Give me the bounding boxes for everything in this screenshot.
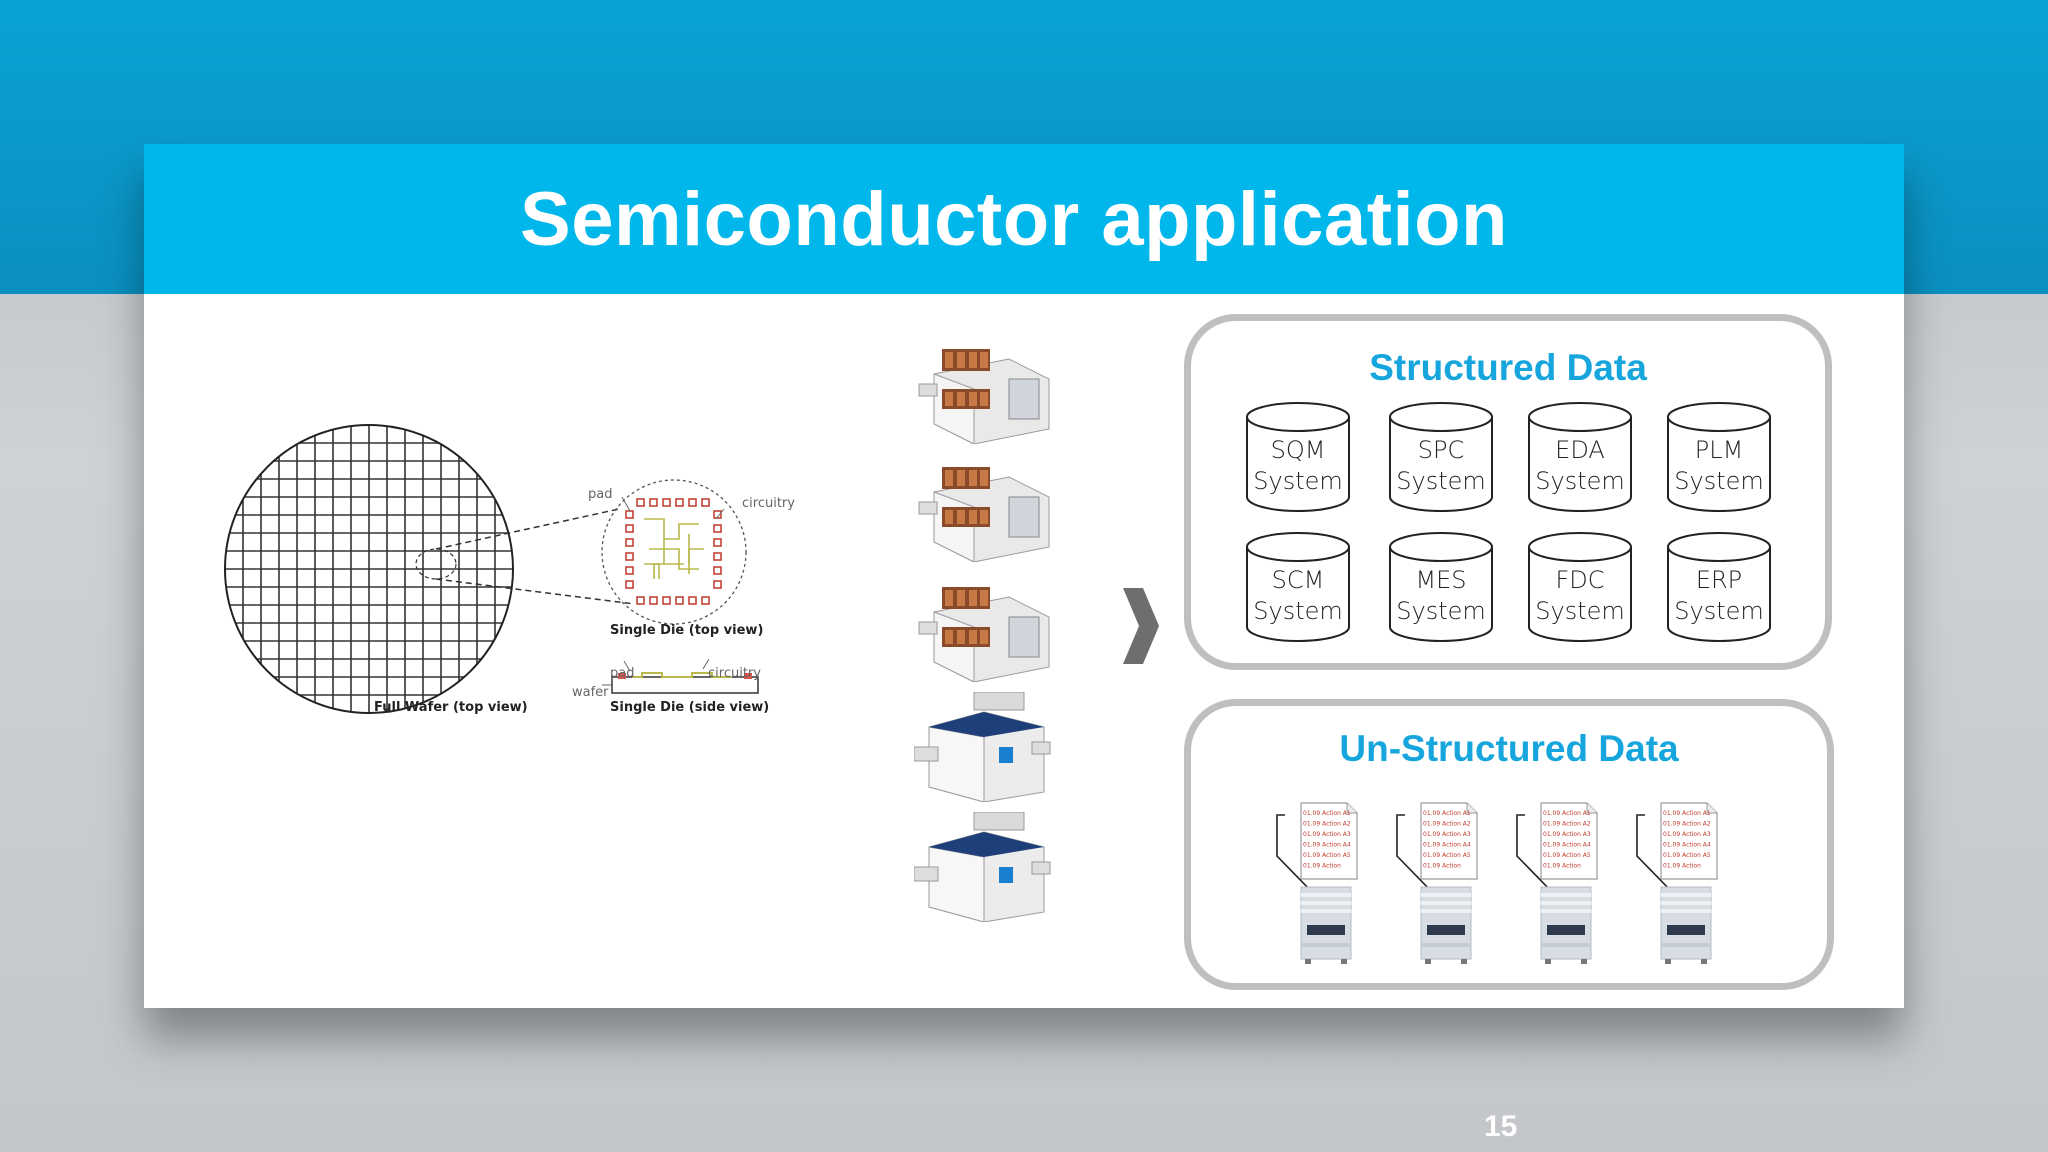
db-label: EDA System	[1527, 435, 1633, 497]
db-fdc-system: FDC System	[1527, 531, 1633, 645]
database-icon	[1667, 532, 1771, 642]
db-suffix: System	[1674, 597, 1764, 625]
unstructured-data-title: Un-Structured Data	[1339, 728, 1679, 769]
svg-text:01.09 Action: 01.09 Action	[1663, 863, 1701, 870]
database-icon	[1667, 402, 1771, 512]
svg-text:01.09 Action A4: 01.09 Action A4	[1663, 842, 1711, 849]
wafer-label: wafer	[572, 685, 609, 700]
db-suffix: System	[1674, 467, 1764, 495]
db-name: ERP	[1695, 566, 1743, 594]
db-spc-system: SPC System	[1388, 401, 1494, 515]
svg-text:01.09 Action A4: 01.09 Action A4	[1303, 842, 1351, 849]
svg-text:01.09 Action A2: 01.09 Action A2	[1663, 821, 1711, 828]
wafer-handler-machine	[918, 349, 1050, 444]
svg-text:01.09 Action A3: 01.09 Action A3	[1663, 831, 1711, 838]
db-scm-system: SCM System	[1245, 531, 1351, 645]
svg-text:01.09 Action A2: 01.09 Action A2	[1303, 821, 1351, 828]
db-mes-system: MES System	[1388, 531, 1494, 645]
svg-text:01.09 Action: 01.09 Action	[1423, 863, 1461, 870]
database-icon	[1528, 402, 1632, 512]
db-name: SCM	[1271, 566, 1325, 594]
slide-title: Semiconductor application	[520, 176, 1508, 262]
full-wafer-label: Full Wafer (top view)	[374, 700, 528, 715]
wafer-outline	[224, 424, 514, 714]
svg-text:01.09 Action: 01.09 Action	[1303, 863, 1341, 870]
structured-data-title: Structured Data	[1369, 347, 1647, 388]
db-name: SQM	[1270, 436, 1326, 464]
server-log-icon: 01.09 Action A1 01.09 Action A2 01.09 Acti…	[1516, 802, 1598, 964]
svg-text:01.09 Action A1: 01.09 Action A1	[1303, 810, 1351, 817]
db-suffix: System	[1535, 597, 1625, 625]
wafer-diagram	[224, 424, 759, 714]
wafer-handler-machine	[918, 467, 1050, 562]
wafer-handler-machine	[918, 587, 1050, 682]
svg-text:01.09 Action A3: 01.09 Action A3	[1303, 831, 1351, 838]
server-log-icon: 01.09 Action A1 01.09 Action A2 01.09 Acti…	[1276, 802, 1358, 964]
database-icon	[1528, 532, 1632, 642]
die-top-view	[601, 479, 747, 625]
db-label: SCM System	[1245, 565, 1351, 627]
svg-text:01.09 Action A2: 01.09 Action A2	[1423, 821, 1471, 828]
db-name: FDC	[1555, 566, 1605, 594]
side-pad-label: pad	[610, 666, 635, 681]
db-label: SQM System	[1245, 435, 1351, 497]
svg-text:01.09 Action A4: 01.09 Action A4	[1423, 842, 1471, 849]
svg-text:01.09 Action A2: 01.09 Action A2	[1543, 821, 1591, 828]
chevron-right-icon	[1123, 588, 1159, 664]
die-highlight	[415, 548, 457, 580]
page-number: 15	[1484, 1110, 1518, 1143]
inspection-machine	[914, 692, 1051, 802]
db-label: SPC System	[1388, 435, 1494, 497]
slide: Semiconductor application	[144, 144, 1904, 1008]
db-suffix: System	[1396, 467, 1486, 495]
svg-text:01.09 Action A5: 01.09 Action A5	[1663, 852, 1711, 859]
db-eda-system: EDA System	[1527, 401, 1633, 515]
circuitry-label: circuitry	[742, 496, 795, 511]
database-icon	[1246, 402, 1350, 512]
db-plm-system: PLM System	[1666, 401, 1772, 515]
svg-text:01.09 Action A3: 01.09 Action A3	[1423, 831, 1471, 838]
pad-label: pad	[588, 487, 613, 502]
db-name: SPC	[1417, 436, 1465, 464]
db-name: PLM	[1694, 436, 1744, 464]
svg-text:01.09 Action A5: 01.09 Action A5	[1303, 852, 1351, 859]
svg-text:01.09 Action A1: 01.09 Action A1	[1423, 810, 1471, 817]
db-suffix: System	[1535, 467, 1625, 495]
db-name: MES	[1415, 566, 1467, 594]
server-log-icon: 01.09 Action A1 01.09 Action A2 01.09 Acti…	[1636, 802, 1718, 964]
svg-text:01.09 Action A1: 01.09 Action A1	[1663, 810, 1711, 817]
database-icon	[1246, 532, 1350, 642]
side-circuitry-label: circuitry	[708, 666, 761, 681]
db-name: EDA	[1555, 436, 1605, 464]
db-label: ERP System	[1666, 565, 1772, 627]
db-suffix: System	[1396, 597, 1486, 625]
structured-data-panel: Structured Data SQM System SPC System EDA Sys…	[1184, 314, 1832, 670]
inspection-machine	[914, 812, 1051, 922]
server-log-icon: 01.09 Action A1 01.09 Action A2 01.09 Acti…	[1396, 802, 1478, 964]
db-sqm-system: SQM System	[1245, 401, 1351, 515]
db-erp-system: ERP System	[1666, 531, 1772, 645]
die-side-view	[611, 672, 759, 694]
wafer-grid	[225, 425, 513, 713]
database-icon	[1389, 402, 1493, 512]
svg-text:01.09 Action: 01.09 Action	[1543, 863, 1581, 870]
die-top-label: Single Die (top view)	[610, 623, 764, 638]
db-suffix: System	[1253, 467, 1343, 495]
svg-text:01.09 Action A5: 01.09 Action A5	[1423, 852, 1471, 859]
db-label: FDC System	[1527, 565, 1633, 627]
die-side-label: Single Die (side view)	[610, 700, 770, 715]
db-suffix: System	[1253, 597, 1343, 625]
title-bar: Semiconductor application	[144, 144, 1904, 294]
db-label: MES System	[1388, 565, 1494, 627]
db-label: PLM System	[1666, 435, 1772, 497]
svg-text:01.09 Action A1: 01.09 Action A1	[1543, 810, 1591, 817]
svg-text:01.09 Action A4: 01.09 Action A4	[1543, 842, 1591, 849]
database-icon	[1389, 532, 1493, 642]
svg-text:01.09 Action A3: 01.09 Action A3	[1543, 831, 1591, 838]
svg-text:01.09 Action A5: 01.09 Action A5	[1543, 852, 1591, 859]
